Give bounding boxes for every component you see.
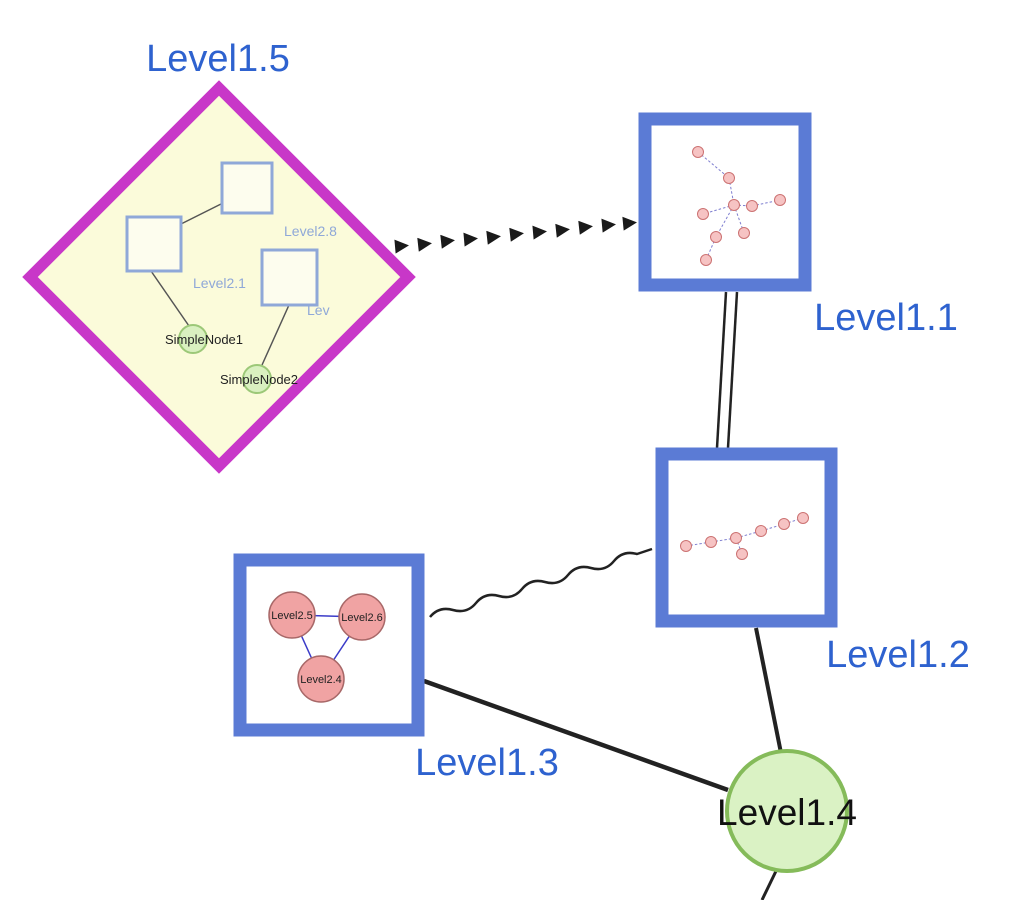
node-label-level1-1: Level1.1 xyxy=(814,297,958,339)
child-node-level2-6[interactable] xyxy=(338,593,386,641)
mini-node[interactable] xyxy=(746,200,758,212)
mini-graph-level1-1 xyxy=(692,146,786,266)
inner-node-label-lev: Lev xyxy=(307,302,330,318)
child-node-label-level2-4: Level2.4 xyxy=(300,674,342,686)
simple-node-1[interactable] xyxy=(178,324,208,354)
inner-edge-sq2-node1[interactable] xyxy=(150,270,190,327)
edge-level1-4-stub[interactable] xyxy=(760,868,779,900)
edge-level1-3-to-level1-4[interactable] xyxy=(423,678,729,793)
mini-node[interactable] xyxy=(730,532,742,544)
mini-graph-level1-3: Level2.5 Level2.6 Level2.4 xyxy=(268,591,386,703)
edge-level1-3-to-level1-2[interactable] xyxy=(429,547,653,618)
simple-node-2[interactable] xyxy=(242,364,272,394)
node-label-level1-3: Level1.3 xyxy=(415,742,559,784)
node-label-level1-4: Level1.4 xyxy=(717,792,857,833)
inner-node-square-top[interactable] xyxy=(220,161,274,215)
node-level1-4[interactable]: Level1.4 xyxy=(717,749,857,873)
mini-node[interactable] xyxy=(755,525,767,537)
mini-node[interactable] xyxy=(697,208,709,220)
mini-node[interactable] xyxy=(700,254,712,266)
edge-level1-1-to-level1-2[interactable] xyxy=(715,291,739,449)
diamond-shape[interactable] xyxy=(22,80,416,474)
inner-node-label-level2-1: Level2.1 xyxy=(193,275,246,291)
group-label-level1-5: Level1.5 xyxy=(146,38,290,80)
mini-node[interactable] xyxy=(705,536,717,548)
mini-graph-level1-2 xyxy=(680,512,809,560)
mini-node[interactable] xyxy=(736,548,748,560)
mini-node[interactable] xyxy=(728,199,740,211)
simple-node-1-label: SimpleNode1 xyxy=(165,332,243,347)
mini-node[interactable] xyxy=(692,146,704,158)
mini-node[interactable] xyxy=(738,227,750,239)
mini-node[interactable] xyxy=(778,518,790,530)
mini-node[interactable] xyxy=(797,512,809,524)
inner-node-square-right[interactable] xyxy=(260,248,319,307)
node-level1-3[interactable]: Level2.5 Level2.6 Level2.4 xyxy=(233,553,425,737)
child-node-label-level2-5: Level2.5 xyxy=(271,610,313,622)
mini-node[interactable] xyxy=(774,194,786,206)
node-level1-1-frame[interactable] xyxy=(638,112,812,292)
inner-edge-sq3-node2[interactable] xyxy=(261,304,290,366)
child-node-level2-4[interactable] xyxy=(297,655,345,703)
mini-node[interactable] xyxy=(723,172,735,184)
edge-level1-5-to-level1-1[interactable] xyxy=(394,216,637,254)
node-level1-3-frame[interactable] xyxy=(233,553,425,737)
mini-node[interactable] xyxy=(710,231,722,243)
node-level1-2-frame[interactable] xyxy=(655,447,838,628)
inner-node-square-left[interactable] xyxy=(125,215,183,273)
node-label-level1-2: Level1.2 xyxy=(826,634,970,676)
mini-node[interactable] xyxy=(680,540,692,552)
child-node-level2-5[interactable] xyxy=(268,591,316,639)
edge-level1-2-to-level1-4[interactable] xyxy=(754,627,783,754)
node-level1-2[interactable] xyxy=(655,447,838,628)
inner-edge-sq1-sq2[interactable] xyxy=(180,202,224,225)
child-node-label-level2-6: Level2.6 xyxy=(341,612,383,624)
node-level1-1[interactable] xyxy=(638,112,812,292)
simple-node-2-label: SimpleNode2 xyxy=(220,372,298,387)
node-level1-4-shape[interactable] xyxy=(725,749,849,873)
group-node-level1-5[interactable]: Level2.8 Level2.1 Lev SimpleNode1 Simple… xyxy=(22,80,416,474)
inner-node-label-level2-8: Level2.8 xyxy=(284,223,337,239)
